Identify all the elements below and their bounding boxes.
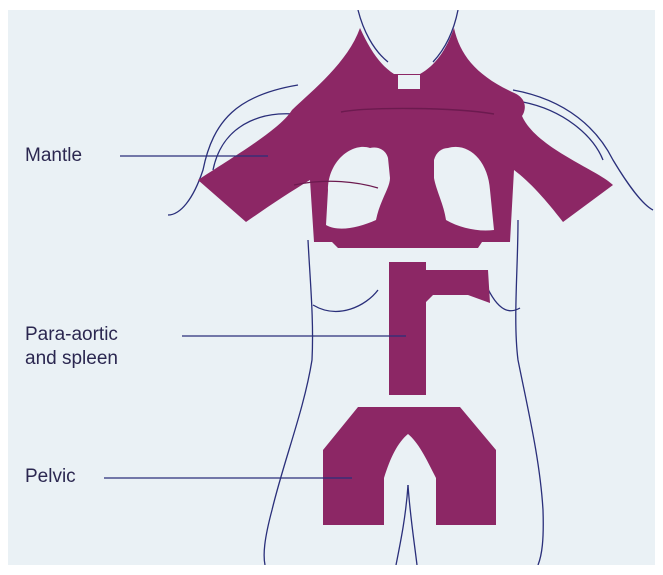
leader-lines (8, 10, 655, 565)
pelvic-label: Pelvic (25, 466, 76, 488)
radiation-fields-figure: Mantle Para-aortic and spleen Pelvic (8, 10, 655, 565)
para-aortic-label-line2: and spleen (25, 348, 118, 370)
para-aortic-label-line1: Para-aortic (25, 324, 118, 346)
mantle-label: Mantle (25, 145, 82, 167)
